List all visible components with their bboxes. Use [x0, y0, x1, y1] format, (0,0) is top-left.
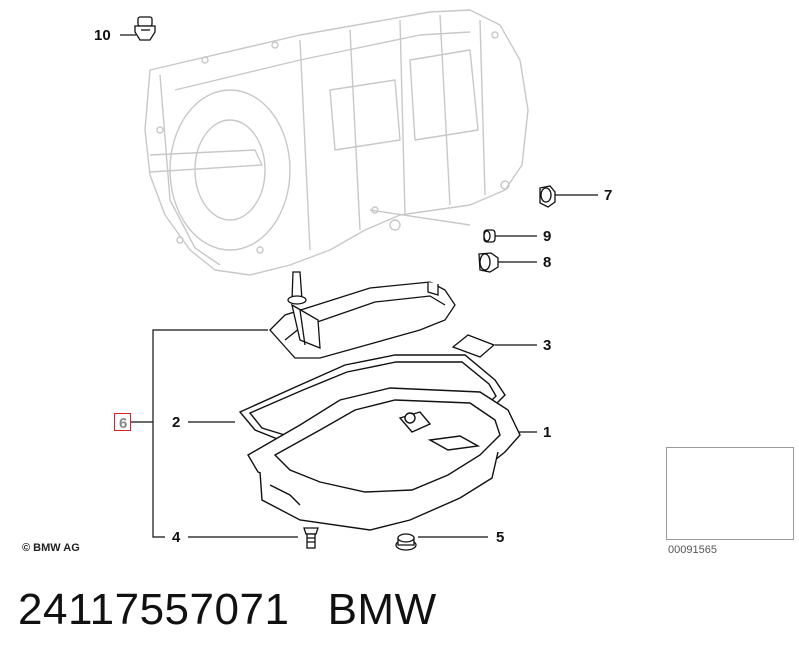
vehicle-thumbnail-frame — [666, 447, 794, 540]
callout-8: 8 — [543, 254, 552, 271]
part-1-oil-pan[interactable] — [247, 387, 521, 531]
copyright-label: © BMW AG — [22, 542, 80, 554]
callout-2: 2 — [172, 414, 181, 431]
part-7-plug[interactable] — [539, 185, 556, 208]
transmission-housing — [144, 9, 529, 276]
callout-10: 10 — [94, 27, 111, 44]
highlight-box — [114, 413, 131, 431]
callout-6-highlighted[interactable]: 6 — [119, 415, 128, 432]
part-10-plug[interactable] — [134, 16, 156, 41]
part-8-cap[interactable] — [478, 252, 499, 273]
callout-1: 1 — [543, 424, 552, 441]
oil-filter[interactable] — [269, 271, 456, 359]
leader-lines — [120, 34, 598, 538]
callout-4: 4 — [172, 529, 181, 546]
callout-5: 5 — [496, 529, 505, 546]
thumbnail-code: 00091565 — [668, 544, 717, 556]
part-5-drain-plug[interactable] — [395, 533, 417, 551]
callout-3: 3 — [543, 337, 552, 354]
callout-9: 9 — [543, 228, 552, 245]
part-number-caption: 24117557071 BMW — [18, 585, 437, 634]
part-4-screw[interactable] — [303, 527, 319, 549]
part-3-seal[interactable] — [451, 334, 496, 358]
callout-7: 7 — [604, 187, 613, 204]
part-9-plug[interactable] — [483, 229, 496, 243]
parts-diagram — [120, 9, 793, 551]
